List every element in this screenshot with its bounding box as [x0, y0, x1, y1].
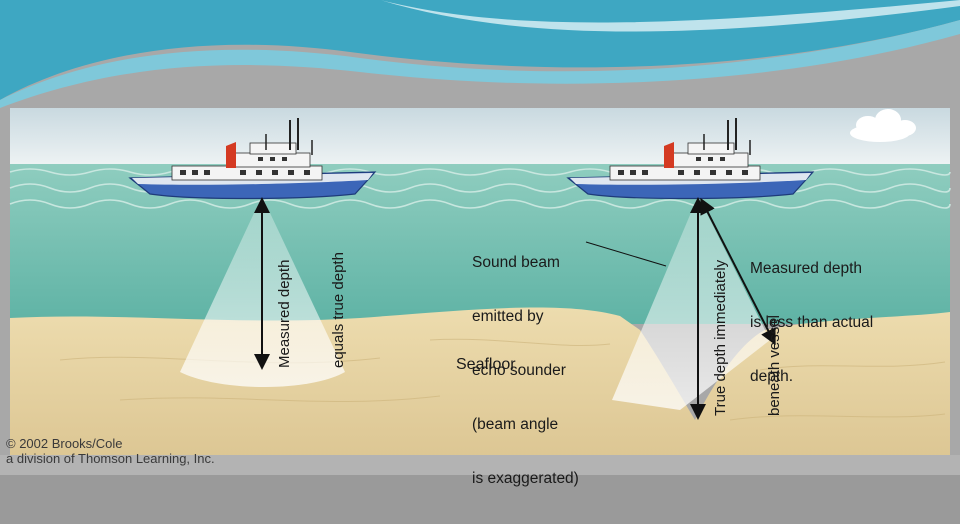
sky [10, 108, 950, 166]
sound-beam-leader [585, 241, 667, 267]
survey-ship [128, 118, 377, 200]
label-measured-less: Measured depth is less than actual depth… [750, 260, 874, 385]
diagram-stage: Measured depth equals true depth True de… [0, 0, 960, 487]
label-sound-beam: Sound beam emitted by echo sounder (beam… [472, 254, 579, 487]
bottom-strip [0, 455, 960, 475]
label-seafloor: Seafloor [456, 356, 516, 373]
copyright-line-2: a division of Thomson Learning, Inc. [6, 451, 215, 466]
label-measured-equals-true: Measured depth equals true depth [276, 252, 347, 368]
copyright-line-1: © 2002 Brooks/Cole [6, 436, 123, 451]
depth-arrow-measured [700, 197, 776, 346]
scene-illustration [0, 0, 960, 475]
cloud [850, 109, 916, 142]
